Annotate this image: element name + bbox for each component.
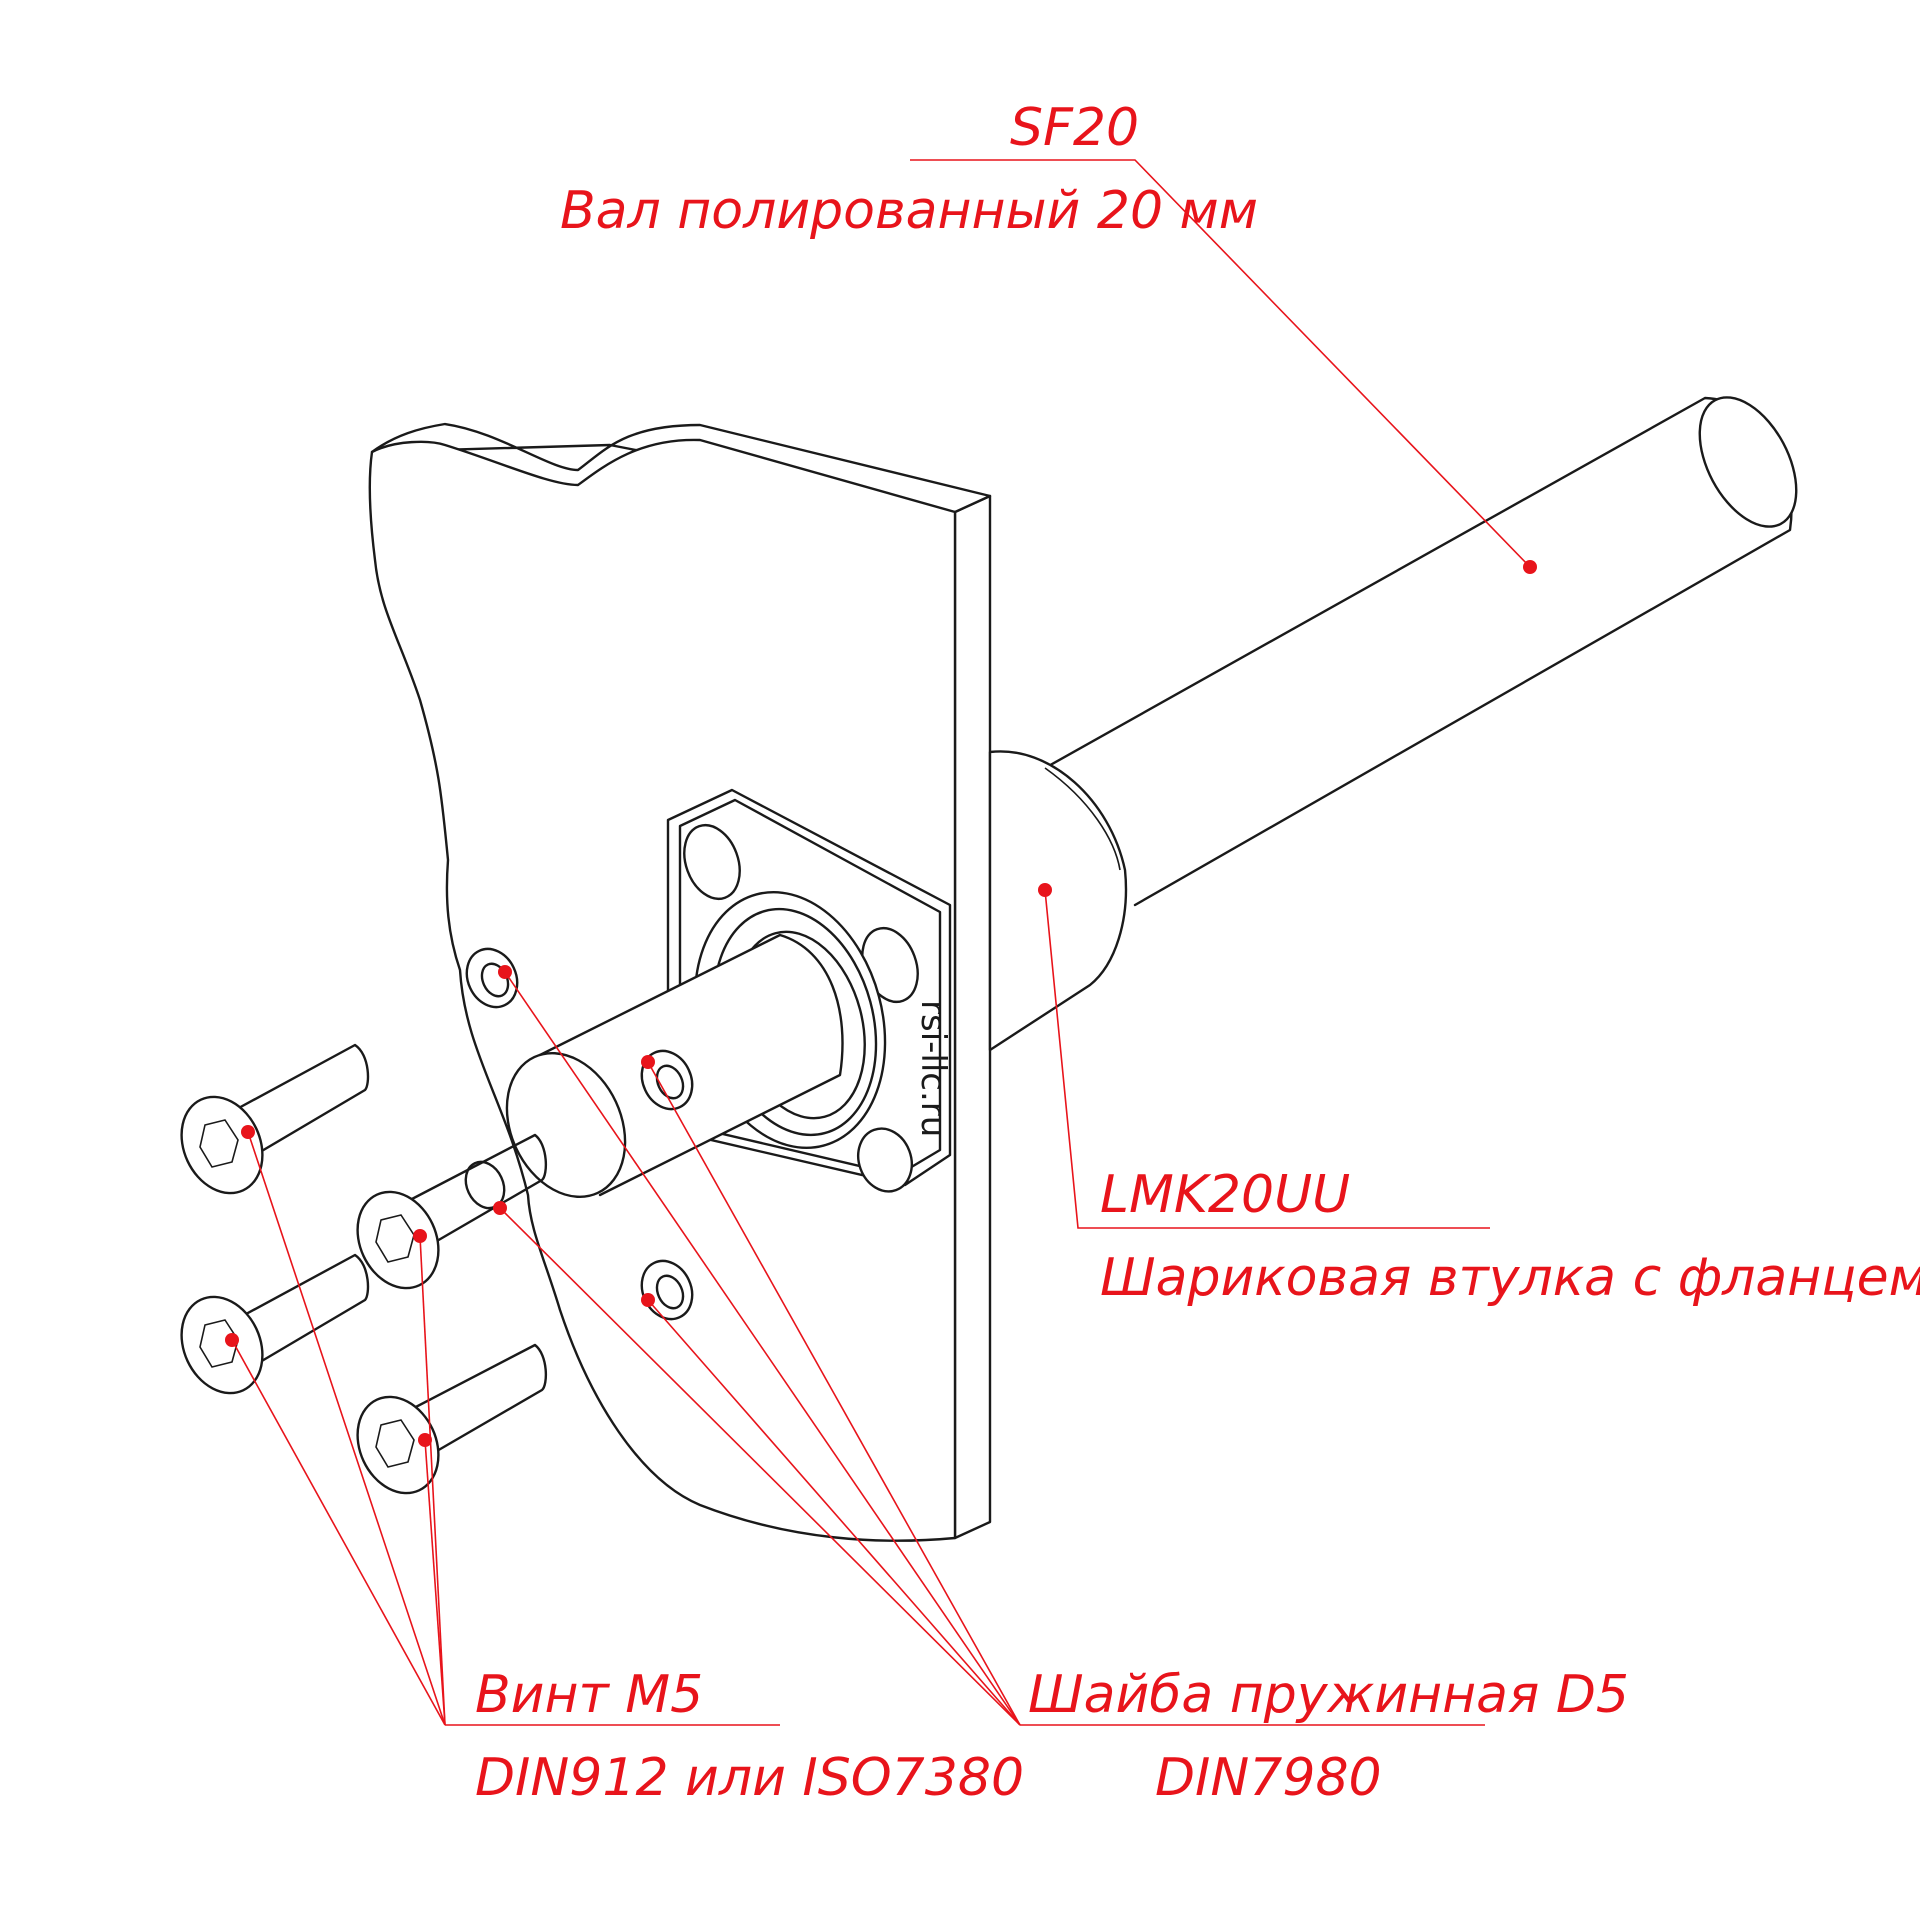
washer-code-label: Шайба пружинная D5 (1028, 1665, 1629, 1725)
shaft-code-label: SF20 (1010, 98, 1139, 158)
screw-code-label: Винт М5 (475, 1665, 703, 1725)
screw-name-label: DIN912 или ISO7380 (475, 1748, 1024, 1808)
bushing-code-label: LMK20UU (1100, 1165, 1350, 1225)
screw-2 (356, 1133, 548, 1290)
flange-marking: rsi-llc.ru (913, 1000, 953, 1137)
screw-1 (180, 1043, 370, 1195)
leader-screw (225, 1125, 780, 1726)
washer-name-label: DIN7980 (1155, 1748, 1382, 1808)
spring-washers (464, 947, 694, 1321)
screw-4 (356, 1343, 548, 1495)
leader-washer (493, 965, 1485, 1726)
bushing-name-label: Шариковая втулка с фланцем (1100, 1248, 1920, 1308)
leader-shaft (910, 159, 1537, 574)
bushing-rear-body (988, 750, 1128, 1052)
screw-3 (180, 1253, 370, 1395)
shaft-name-label: Вал полированный 20 мм (560, 181, 1258, 241)
leader-bushing (1038, 883, 1490, 1229)
polished-shaft (1043, 396, 1798, 907)
front-shaft (505, 933, 844, 1199)
mounting-plate (368, 422, 992, 1542)
